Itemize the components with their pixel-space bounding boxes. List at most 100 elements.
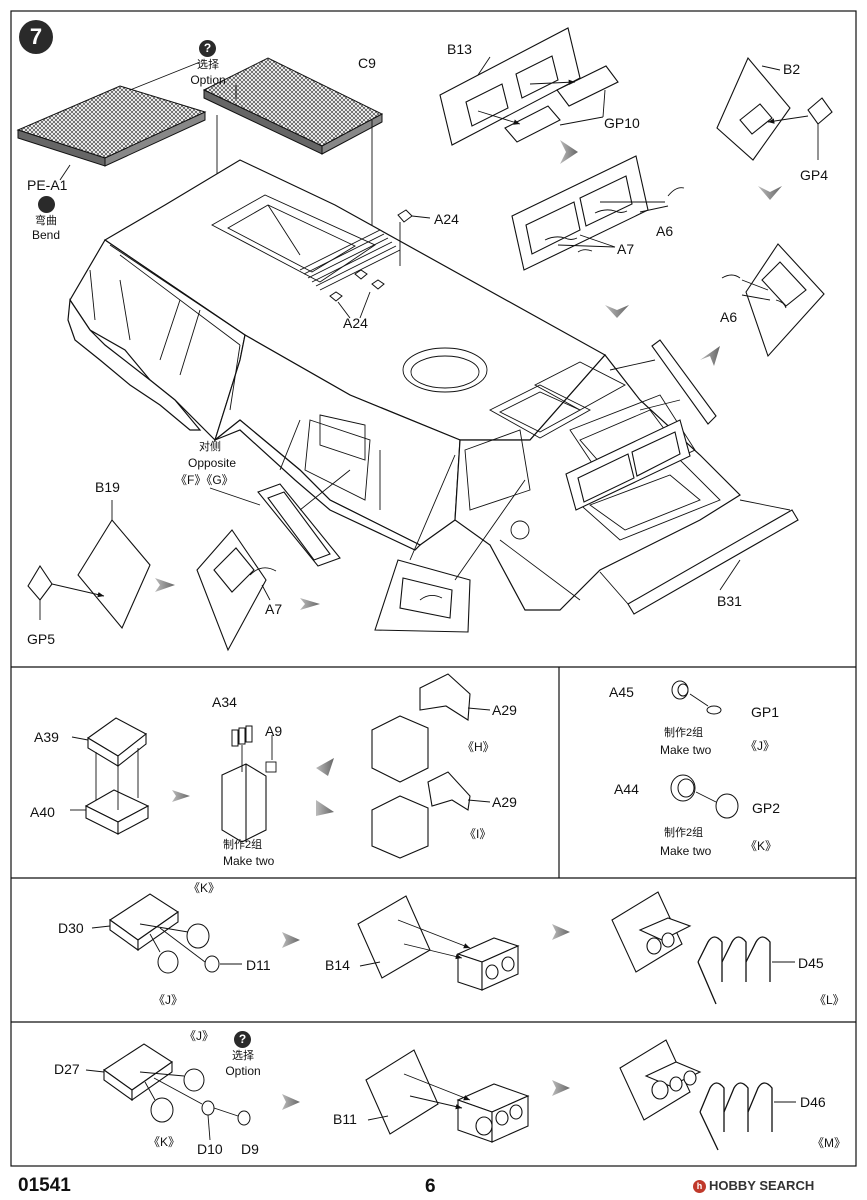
a7-lower-label: A7 (265, 601, 283, 617)
ref-j-label-sec4: 《J》 (184, 1029, 215, 1043)
ref-j-label-sec3: 《J》 (153, 993, 184, 1007)
a29-i-label: A29 (492, 794, 517, 810)
a45-label: A45 (609, 684, 634, 700)
option-en-label: Option (190, 73, 226, 87)
make-two-cn-label-1: 制作2组 (223, 839, 263, 851)
d27-box (103, 1043, 173, 1102)
ref-k-label-sec4: 《K》 (148, 1135, 181, 1149)
a24-bottom-label: A24 (343, 315, 368, 331)
d30-label: D30 (58, 920, 84, 936)
pe-a1-mesh-part (16, 85, 207, 167)
a40-part (84, 789, 150, 835)
gp4-label: GP4 (800, 167, 829, 183)
b19-label: B19 (95, 479, 120, 495)
flow-arrows-mid (172, 758, 334, 816)
a39-part (86, 717, 148, 768)
ref-i-label: 《I》 (464, 827, 492, 841)
a39-label: A39 (34, 729, 59, 745)
a24-top-label: A24 (434, 211, 459, 227)
a45-part (671, 680, 722, 715)
b19-assembled (196, 529, 267, 652)
frame (10, 10, 857, 1167)
b14-light-box (456, 937, 520, 991)
b31-label: B31 (717, 593, 742, 609)
question-icon-sec4: ? (234, 1031, 251, 1048)
b19-panel (27, 519, 151, 630)
gp10-parts (504, 65, 619, 143)
b14-plate (357, 895, 431, 979)
d30-box (109, 893, 179, 952)
opposite-ref-label: 《F》《G》 (175, 473, 234, 487)
d45-label: D45 (798, 955, 824, 971)
bend-cn-label: 弯曲 (35, 215, 57, 227)
d46-assembled (619, 1039, 702, 1121)
d46-label: D46 (800, 1094, 826, 1110)
step-number-badge: 7 (19, 20, 53, 54)
side-strip-part (651, 339, 717, 425)
a7-upper-label: A7 (617, 241, 635, 257)
a29-h-label: A29 (492, 702, 517, 718)
hull-body (67, 159, 741, 611)
gp10-label: GP10 (604, 115, 640, 131)
b2-panel (716, 56, 833, 161)
flow-arrows-top (155, 140, 782, 610)
ref-l-label: 《L》 (814, 993, 845, 1007)
d27-label: D27 (54, 1061, 80, 1077)
b11-plate (365, 1049, 439, 1135)
flow-arrows-sec3 (282, 924, 570, 1110)
d9-label: D9 (241, 1141, 259, 1157)
a44-label: A44 (614, 781, 639, 797)
d46-guard (699, 1082, 773, 1151)
hobby-search-icon: h (693, 1180, 706, 1194)
a9-label: A9 (265, 723, 283, 739)
gp1-label: GP1 (751, 704, 780, 720)
c9-label: C9 (358, 55, 376, 71)
front-grill-frame (565, 419, 691, 511)
option-cn-label-sec4: 选择 (232, 1050, 254, 1062)
ref-h-label: 《H》 (462, 740, 495, 754)
rear-door-opposite (257, 483, 341, 567)
make-two-en-label-2: Make two (660, 743, 712, 757)
ref-m-label: 《M》 (812, 1136, 846, 1150)
b11-light-box (456, 1083, 530, 1143)
a34-part (231, 725, 253, 747)
assembly-h (371, 673, 471, 783)
a6-lower-label: A6 (720, 309, 738, 325)
make-two-cn-label-2: 制作2组 (664, 727, 704, 739)
d45-assembled (611, 891, 692, 973)
ref-j-label: 《J》 (745, 739, 776, 753)
a34-label: A34 (212, 694, 237, 710)
jerrycan-part (221, 763, 267, 843)
d10-label: D10 (197, 1141, 223, 1157)
opposite-en-label: Opposite (188, 456, 237, 470)
ref-k-label: 《K》 (745, 839, 778, 853)
product-code: 01541 (18, 1175, 71, 1196)
b13-label: B13 (447, 41, 472, 57)
a40-label: A40 (30, 804, 55, 820)
c9-mesh-part (202, 57, 384, 155)
opposite-cn-label: 对侧 (199, 441, 221, 453)
d45-guard (697, 936, 771, 1005)
option-en-label-sec4: Option (225, 1064, 261, 1078)
watermark-text: HOBBY SEARCH (709, 1178, 815, 1193)
assembly-i (371, 771, 471, 859)
make-two-cn-label-3: 制作2组 (664, 827, 704, 839)
b11-label: B11 (333, 1111, 357, 1127)
gp5-label: GP5 (27, 631, 56, 647)
b13-panel (439, 27, 581, 146)
front-lower-door (374, 559, 471, 633)
bend-icon (38, 196, 55, 213)
a44-part (670, 774, 739, 819)
b2-label: B2 (783, 61, 801, 77)
b13-assembled (511, 155, 649, 271)
gp2-label: GP2 (752, 800, 781, 816)
d11-label: D11 (246, 957, 271, 973)
b2-assembled (745, 243, 825, 358)
d27-lenses (150, 1068, 251, 1126)
pe-a1-label: PE-A1 (27, 177, 68, 193)
d30-lenses (157, 923, 220, 974)
b14-label: B14 (325, 957, 350, 973)
